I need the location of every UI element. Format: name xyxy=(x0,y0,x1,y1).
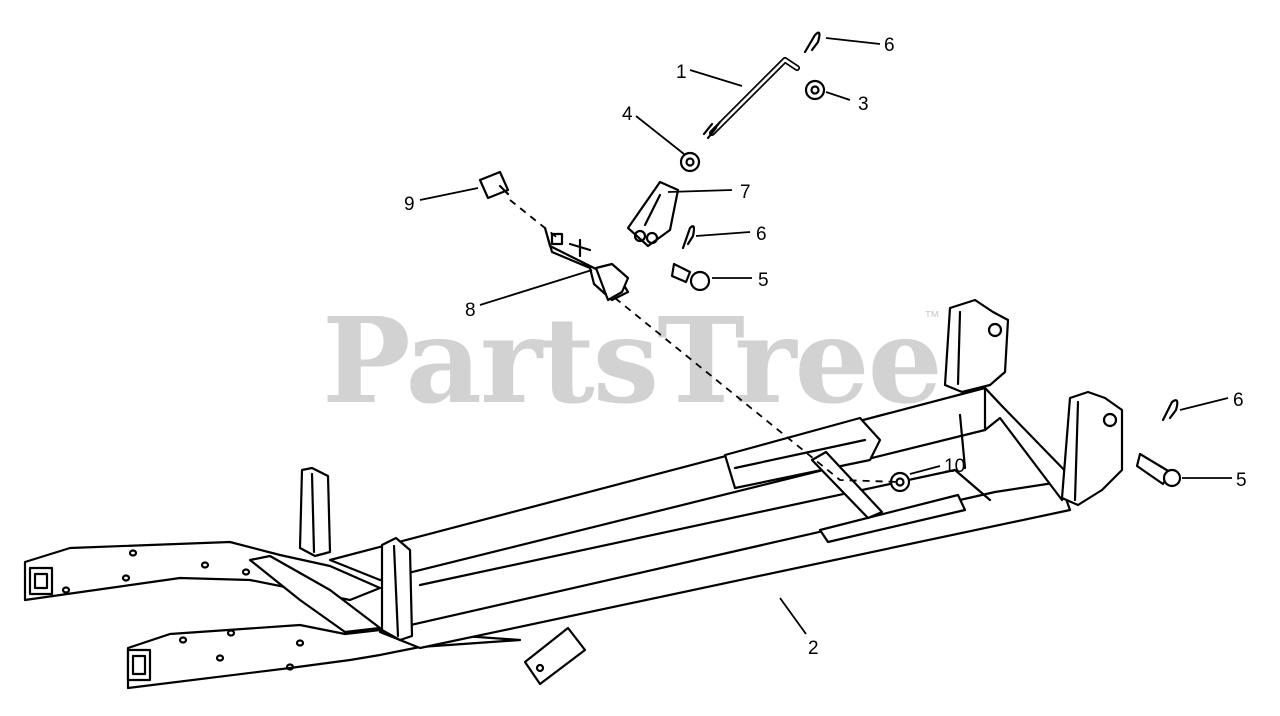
leader-lines xyxy=(419,37,1232,635)
part-bolt xyxy=(478,170,510,200)
callout-1: 1 xyxy=(676,62,687,83)
part-frame xyxy=(23,298,1124,690)
callout-3: 3 xyxy=(858,94,869,115)
assembly-line xyxy=(509,199,901,483)
frame-lower-bracket xyxy=(523,626,587,686)
part-hairpin-top xyxy=(803,31,821,54)
part-rod xyxy=(702,57,800,140)
callout-6-top: 6 xyxy=(884,35,895,56)
frame-cross-brace xyxy=(248,554,382,634)
part-hairpin-middle xyxy=(681,225,696,250)
frame-arm-end-upper xyxy=(28,566,54,596)
frame-strap xyxy=(810,450,884,520)
frame-front-pad xyxy=(818,493,967,544)
callout-7: 7 xyxy=(740,182,751,203)
part-nut-10 xyxy=(889,471,911,493)
callout-8: 8 xyxy=(465,300,476,321)
part-pin-right xyxy=(1135,452,1182,488)
frame-upright-left xyxy=(298,466,332,558)
callout-9: 9 xyxy=(404,194,415,215)
frame-holes xyxy=(61,549,305,671)
watermark-trademark: ™ xyxy=(924,309,940,326)
callout-10: 10 xyxy=(944,456,965,477)
part-bracket xyxy=(543,226,630,302)
callout-4: 4 xyxy=(622,104,633,125)
callout-5-right: 5 xyxy=(1236,470,1247,491)
frame-rear-lift-bracket xyxy=(943,298,1010,394)
part-hairpin-right xyxy=(1161,399,1179,422)
callout-6-middle: 6 xyxy=(756,224,767,245)
frame-inner-rail xyxy=(418,413,992,587)
frame-front-lift-bracket xyxy=(1060,390,1124,507)
callout-6-right: 6 xyxy=(1233,390,1244,411)
frame-arm-end-lower xyxy=(126,648,152,682)
part-clevis xyxy=(626,180,680,248)
watermark: PartsTree xyxy=(322,291,941,430)
part-nut-3 xyxy=(804,79,826,101)
part-pin-middle xyxy=(670,262,711,292)
part-nut-4 xyxy=(679,151,701,173)
frame-arm-end-upper-hole xyxy=(33,572,49,590)
callout-5-middle: 5 xyxy=(758,270,769,291)
frame-right-rail xyxy=(983,386,1074,502)
frame-arm-end-lower-hole xyxy=(131,654,147,676)
frame-front-rail xyxy=(378,480,1072,650)
callout-2: 2 xyxy=(808,638,819,659)
